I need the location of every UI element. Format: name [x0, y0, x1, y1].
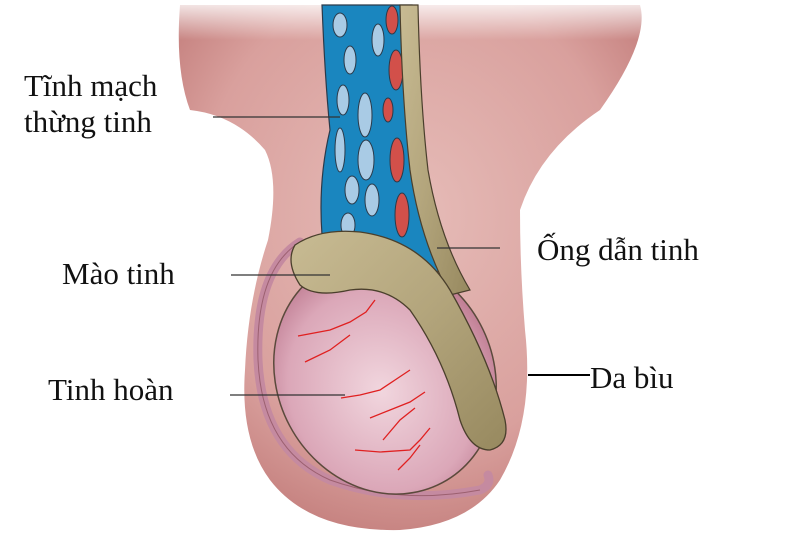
testis-blood-vessels [297, 299, 431, 471]
artery-segments [382, 5, 410, 238]
label-epididymis: Mào tinh [62, 256, 175, 291]
label-testis: Tinh hoàn [48, 372, 174, 407]
label-spermatic-vein-line1: Tĩnh mạch [24, 68, 158, 103]
vas-deferens-shape [399, 4, 471, 296]
epididymis-shape [290, 230, 507, 451]
label-vas-deferens: Ống dẫn tinh [537, 232, 699, 267]
label-spermatic-vein: Tĩnh mạch thừng tinh [24, 68, 157, 140]
label-spermatic-vein-line2: thừng tinh [24, 104, 152, 139]
leader-lines [213, 116, 590, 396]
label-scrotal-skin: Da bìu [590, 360, 674, 395]
